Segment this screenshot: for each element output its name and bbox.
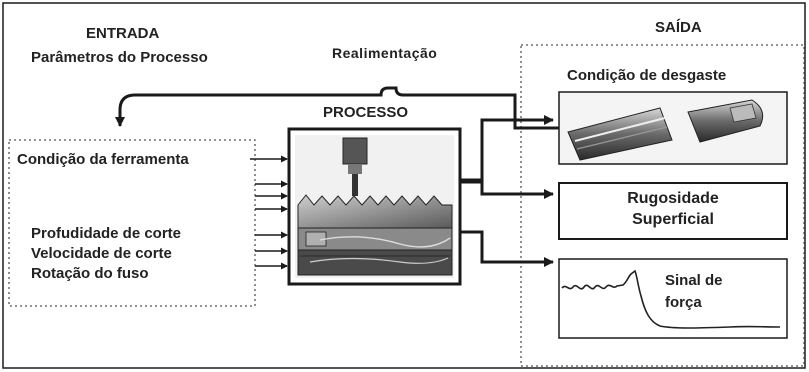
feedback-label: Realimentação bbox=[332, 45, 437, 61]
param-speed: Velocidade de corte bbox=[31, 245, 172, 262]
milling-machine-image bbox=[295, 135, 454, 278]
roughness-line-2: Superficial bbox=[559, 211, 787, 229]
wear-condition-label: Condição de desgaste bbox=[567, 67, 726, 84]
force-label-line-2: força bbox=[665, 294, 702, 311]
tool-condition-label: Condição da ferramenta bbox=[17, 151, 189, 168]
output-arrow-roughness bbox=[460, 182, 553, 194]
entrada-title: ENTRADA bbox=[86, 25, 159, 42]
processo-title: PROCESSO bbox=[323, 104, 408, 121]
entrada-subtitle: Parâmetros do Processo bbox=[31, 49, 208, 66]
saida-title: SAÍDA bbox=[655, 19, 702, 36]
roughness-line-1: Rugosidade bbox=[559, 190, 787, 208]
force-label-line-1: Sinal de bbox=[665, 272, 723, 289]
output-arrow-force bbox=[460, 232, 553, 262]
param-depth: Profudidade de corte bbox=[31, 225, 181, 242]
param-spindle: Rotação do fuso bbox=[31, 265, 149, 282]
